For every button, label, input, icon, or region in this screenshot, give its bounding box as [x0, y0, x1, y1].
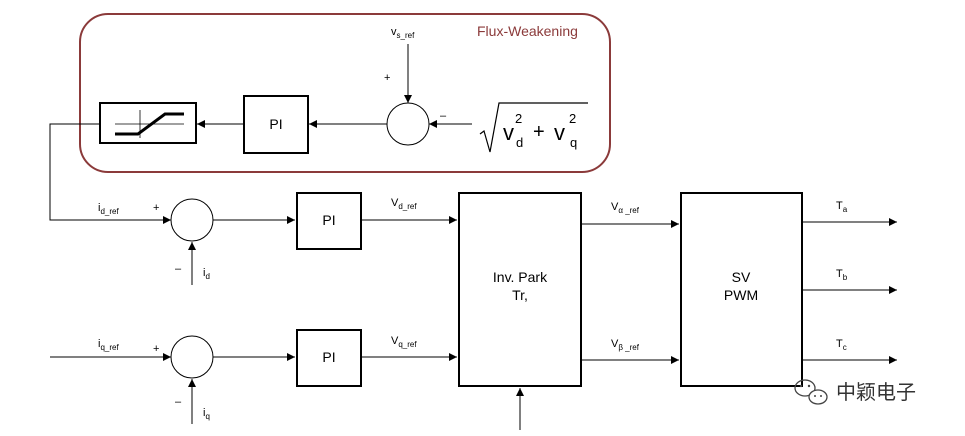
flux-weakening-frame	[79, 13, 611, 173]
saturation-limiter-icon	[115, 110, 184, 138]
svg-text:2: 2	[515, 111, 522, 126]
iq-ref-label: iq_ref	[98, 338, 119, 352]
vs-ref-label: vs_ref	[391, 26, 415, 40]
svg-text:q: q	[570, 135, 577, 150]
svg-text:2: 2	[569, 111, 576, 126]
fw-pi-block	[243, 95, 309, 154]
q-pi-label: PI	[322, 349, 335, 365]
inv-park-label-line2: Tr,	[512, 287, 528, 303]
wechat-icon	[794, 379, 828, 405]
d-pi-block	[296, 192, 362, 250]
watermark-text: 中颖电子	[836, 380, 916, 404]
fw-pi-label: PI	[269, 116, 282, 132]
svg-text:v: v	[554, 120, 565, 145]
d-sum-plus-sign: +	[153, 202, 159, 214]
vd-ref-label: Vd_ref	[391, 197, 417, 211]
q-summing-junction	[170, 335, 214, 379]
d-summing-junction	[170, 198, 214, 242]
svg-text:d: d	[516, 135, 523, 150]
id-ref-label: id_ref	[98, 202, 119, 216]
vq-ref-label: Vq_ref	[391, 335, 417, 349]
svpwm-label-line2: PWM	[724, 287, 758, 303]
inv-park-label-line1: Inv. Park	[493, 269, 548, 285]
fw-sum-minus-sign: –	[440, 110, 447, 122]
q-sum-plus-sign: +	[153, 343, 159, 355]
svg-text:v: v	[503, 120, 514, 145]
v-beta-ref-label: Vβ _ref	[611, 338, 640, 352]
ta-label: Ta	[836, 200, 848, 214]
q-pi-block	[296, 329, 362, 387]
id-feedback-label: id	[203, 267, 210, 281]
d-pi-label: PI	[322, 212, 335, 228]
iq-feedback-label: iq	[203, 407, 210, 421]
v-alpha-ref-label: Vα _ref	[611, 201, 640, 215]
vd-vq-magnitude-expression: v 2 d + v 2 q	[479, 102, 588, 153]
q-sum-minus-sign: –	[175, 396, 182, 408]
tb-label: Tb	[836, 268, 848, 282]
fw-sum-plus-sign: +	[384, 72, 390, 84]
flux-weakening-title: Flux-Weakening	[477, 23, 578, 39]
fw-summing-junction	[386, 102, 430, 146]
inv-park-block	[458, 192, 582, 387]
id-ref-wire	[49, 123, 171, 224]
svpwm-label-line1: SV	[732, 269, 751, 285]
d-sum-minus-sign: –	[175, 263, 182, 275]
svg-text:+: +	[533, 121, 545, 143]
limiter-block	[99, 102, 197, 144]
svpwm-block	[680, 192, 803, 387]
tc-label: Tc	[836, 338, 847, 352]
